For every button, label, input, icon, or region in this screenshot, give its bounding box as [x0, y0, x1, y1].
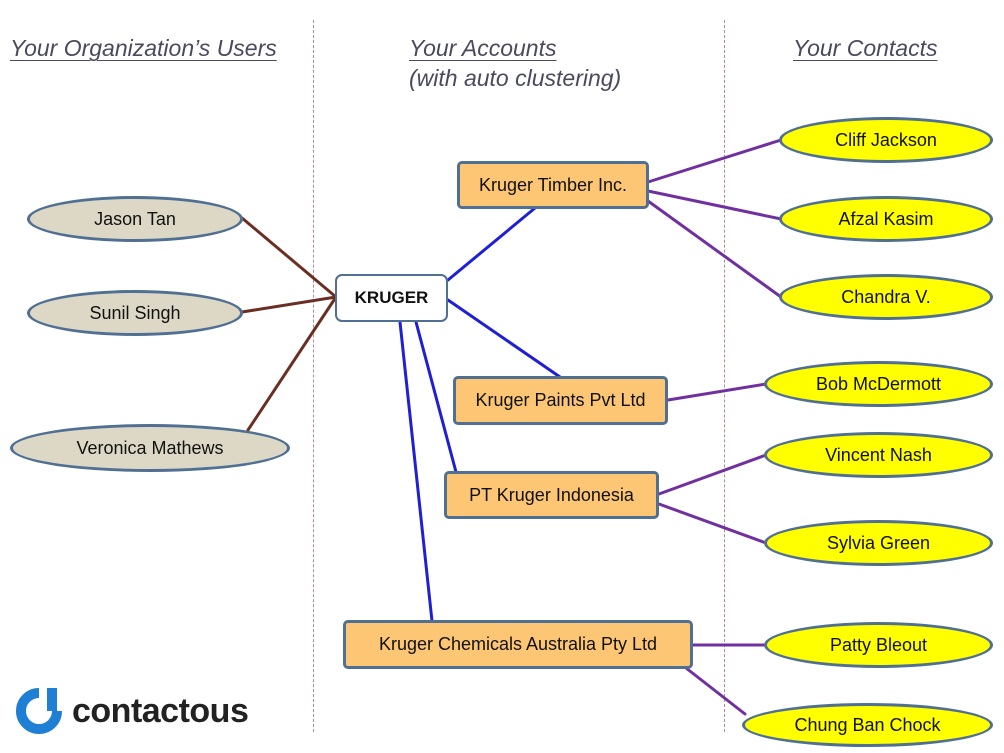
contact-node-patty[interactable]: Patty Bleout	[764, 622, 993, 668]
link-contact-vincent	[657, 453, 768, 496]
header-accounts-line1: Your Accounts	[409, 35, 557, 61]
divider-left	[313, 20, 314, 732]
contact-node-sylvia[interactable]: Sylvia Green	[764, 520, 993, 566]
account-label: Kruger Paints Pvt Ltd	[475, 390, 646, 410]
account-label: PT Kruger Indonesia	[469, 484, 634, 505]
link-account-paints	[446, 298, 562, 379]
link-contact-chandra	[646, 199, 783, 299]
user-label: Jason Tan	[94, 208, 176, 229]
link-contact-cliff	[646, 138, 783, 184]
hub-node-kruger[interactable]: KRUGER	[335, 274, 448, 322]
contactous-logo: contactous	[14, 686, 249, 736]
user-node-jason[interactable]: Jason Tan	[27, 196, 243, 242]
user-label: Sunil Singh	[89, 302, 181, 323]
header-accounts: Your Accounts (with auto clustering)	[409, 33, 621, 93]
header-users: Your Organization’s Users	[10, 33, 277, 63]
link-user-jason	[240, 216, 338, 299]
contact-label: Chung Ban Chock	[794, 714, 941, 735]
contactous-logo-icon	[16, 688, 62, 734]
divider-right	[724, 20, 725, 732]
account-label: Kruger Chemicals Australia Pty Ltd	[378, 634, 658, 654]
contact-label: Afzal Kasim	[838, 208, 934, 229]
header-accounts-line2: (with auto clustering)	[409, 65, 622, 91]
contact-label: Sylvia Green	[826, 532, 931, 553]
link-account-indonesia	[414, 320, 458, 474]
link-account-chemicals	[398, 320, 434, 623]
contact-node-chung[interactable]: Chung Ban Chock	[742, 703, 993, 747]
contact-label: Cliff Jackson	[835, 129, 937, 150]
link-account-timber	[446, 206, 537, 282]
contactous-logo-text: contactous	[72, 691, 249, 730]
link-contact-afzal	[646, 189, 783, 221]
header-users-text: Your Organization’s Users	[10, 35, 277, 61]
link-contact-chung	[684, 666, 747, 716]
contact-label: Vincent Nash	[825, 444, 932, 465]
contact-node-bob[interactable]: Bob McDermott	[764, 361, 993, 407]
contact-node-cliff[interactable]: Cliff Jackson	[779, 117, 993, 163]
user-node-sunil[interactable]: Sunil Singh	[27, 290, 243, 336]
account-node-chemicals[interactable]: Kruger Chemicals Australia Pty Ltd	[343, 620, 693, 669]
contact-node-chandra[interactable]: Chandra V.	[779, 274, 993, 320]
link-contact-sylvia	[657, 502, 768, 545]
contact-node-vincent[interactable]: Vincent Nash	[764, 432, 993, 478]
contact-label: Chandra V.	[841, 286, 931, 307]
link-user-sunil	[240, 295, 338, 314]
account-label: Kruger Timber Inc.	[478, 174, 628, 195]
link-contact-bob	[666, 382, 768, 402]
contact-label: Patty Bleout	[829, 634, 928, 655]
hub-label: KRUGER	[354, 288, 429, 307]
account-node-paints[interactable]: Kruger Paints Pvt Ltd	[453, 376, 668, 425]
contact-label: Bob McDermott	[815, 373, 942, 394]
contact-node-afzal[interactable]: Afzal Kasim	[779, 196, 993, 242]
user-node-veronica[interactable]: Veronica Mathews	[10, 424, 290, 472]
header-contacts-text: Your Contacts	[793, 35, 938, 61]
link-user-veronica	[246, 295, 338, 432]
account-node-timber[interactable]: Kruger Timber Inc.	[457, 161, 649, 209]
header-contacts: Your Contacts	[793, 33, 937, 63]
user-label: Veronica Mathews	[76, 437, 224, 458]
account-node-indonesia[interactable]: PT Kruger Indonesia	[444, 471, 659, 519]
